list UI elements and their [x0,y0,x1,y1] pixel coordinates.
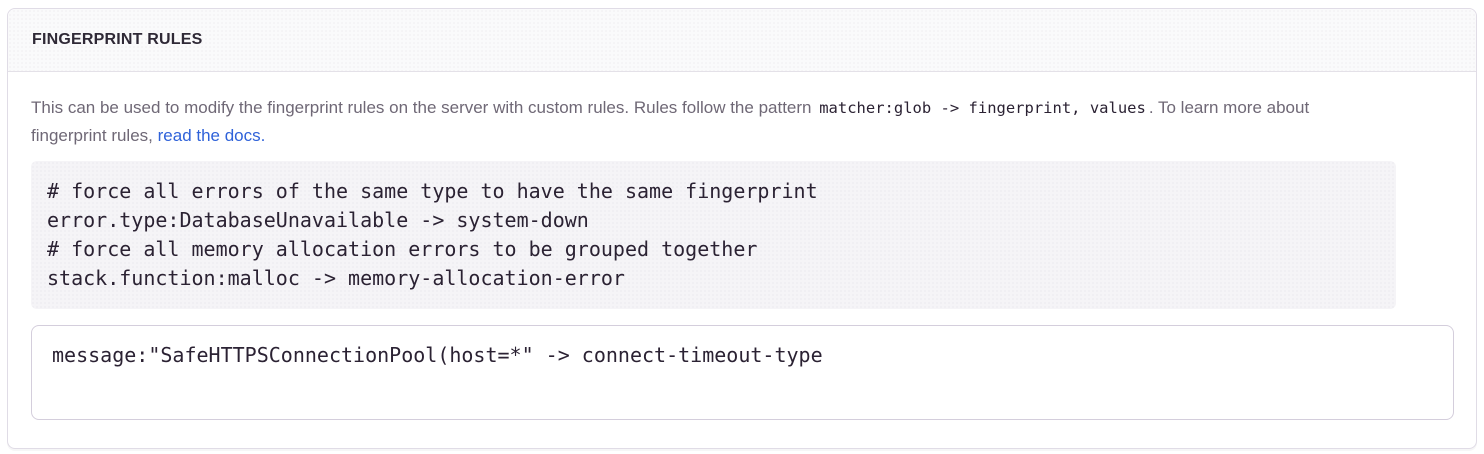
panel-header: FINGERPRINT RULES [8,9,1476,72]
panel-title: FINGERPRINT RULES [32,31,203,48]
description: This can be used to modify the fingerpri… [31,94,1321,149]
example-code-block: # force all errors of the same type to h… [31,161,1396,309]
pattern-inline-code: matcher:glob -> fingerprint, values [819,99,1146,117]
description-text-before: This can be used to modify the fingerpri… [31,98,817,117]
fingerprint-rules-input[interactable]: message:"SafeHTTPSConnectionPool(host=*"… [31,325,1454,420]
fingerprint-rules-panel: FINGERPRINT RULES This can be used to mo… [7,8,1477,449]
read-the-docs-link[interactable]: read the docs. [157,126,266,145]
panel-body: This can be used to modify the fingerpri… [8,72,1476,448]
description-text-after: . To learn more about fingerprint rules, [31,98,1310,145]
